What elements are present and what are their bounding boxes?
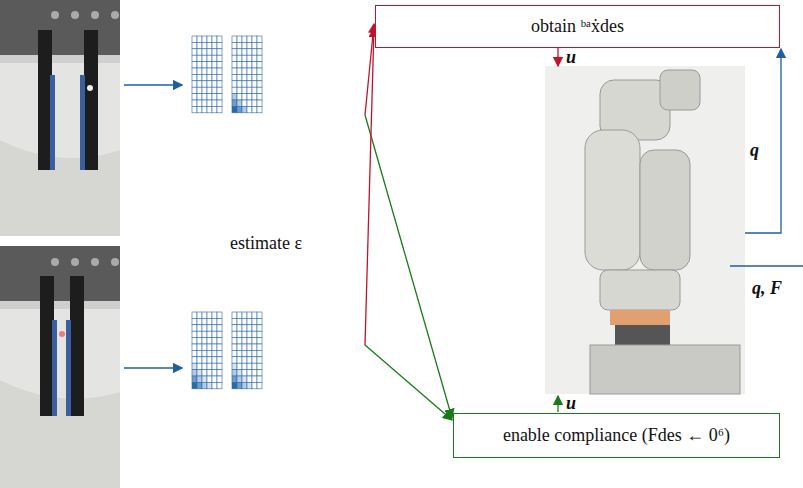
box-text: obtain ᵇᵃẋdes <box>531 16 624 37</box>
tactile-grid <box>192 36 222 113</box>
tactile-grid <box>192 312 222 389</box>
tactile-grid <box>232 312 262 389</box>
step-label: estimate ε <box>230 233 302 254</box>
signal-arrow <box>365 28 374 345</box>
signal-arrow <box>124 367 182 368</box>
feedback-line <box>745 49 781 233</box>
signal-arrow <box>365 115 452 418</box>
signal-name: u <box>566 47 576 68</box>
box-text: enable compliance (Fdes ← 0⁶) <box>503 425 730 446</box>
signal-arrow <box>124 84 182 85</box>
tactile-grid <box>232 36 262 113</box>
signal-arrow <box>557 48 558 66</box>
signal-name: q <box>750 140 759 161</box>
feedback-line <box>730 265 803 266</box>
signal-arrow <box>365 345 452 420</box>
robot-photo <box>545 66 745 394</box>
process-box: obtain ᵇᵃẋdes <box>375 5 780 48</box>
gripper-photo <box>0 246 120 488</box>
signal-name: u <box>566 393 576 414</box>
gripper-photo <box>0 0 120 236</box>
process-box: enable compliance (Fdes ← 0⁶) <box>453 413 780 458</box>
signal-name: q, F <box>752 278 782 299</box>
signal-arrow <box>557 396 558 412</box>
